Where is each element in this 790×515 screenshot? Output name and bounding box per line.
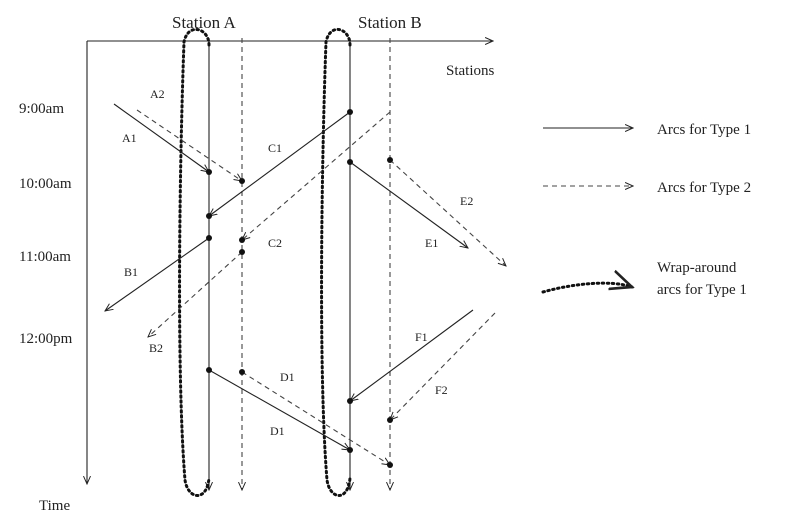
label-c2: C2 bbox=[268, 236, 282, 250]
arc-c2 bbox=[242, 111, 391, 240]
legend-type1-label: Arcs for Type 1 bbox=[657, 122, 751, 138]
label-c1: C1 bbox=[268, 141, 282, 155]
label-e1: E1 bbox=[425, 236, 438, 250]
station-a-label: Station A bbox=[172, 13, 236, 32]
legend-wrap-sample bbox=[541, 283, 632, 294]
arc-b2 bbox=[148, 251, 243, 337]
legend-wrap-label-line2: arcs for Type 1 bbox=[657, 282, 747, 298]
arc-f2 bbox=[390, 312, 496, 420]
arc-d1-type1 bbox=[208, 369, 350, 450]
time-label-12pm: 12:00pm bbox=[19, 331, 73, 347]
time-label-10am: 10:00am bbox=[19, 176, 72, 192]
arc-d1-type2 bbox=[241, 371, 390, 465]
station-b-label: Station B bbox=[358, 13, 422, 32]
nodes bbox=[206, 109, 393, 468]
label-b1: B1 bbox=[124, 265, 138, 279]
arc-e2 bbox=[389, 159, 506, 266]
label-a1: A1 bbox=[122, 131, 137, 145]
wrap-around-arc-station-b bbox=[320, 28, 352, 497]
legend-wrap-label-line1: Wrap-around bbox=[657, 260, 737, 276]
time-label-9am: 9:00am bbox=[19, 101, 64, 117]
stations-axis-label: Stations bbox=[446, 63, 495, 79]
label-f1: F1 bbox=[415, 330, 428, 344]
arc-a1 bbox=[113, 103, 209, 172]
label-f2: F2 bbox=[435, 383, 448, 397]
label-b2: B2 bbox=[149, 341, 163, 355]
label-d1-lower: D1 bbox=[270, 424, 285, 438]
time-label-11am: 11:00am bbox=[19, 249, 71, 265]
time-axis-label: Time bbox=[39, 498, 70, 514]
wrap-around-arc-station-a bbox=[178, 28, 211, 497]
arc-b1 bbox=[105, 237, 210, 311]
arc-c1 bbox=[209, 111, 351, 216]
legend: Arcs for Type 1 Arcs for Type 2 Wrap-aro… bbox=[541, 122, 751, 298]
label-a2: A2 bbox=[150, 87, 165, 101]
arc-e1 bbox=[349, 161, 468, 248]
arc-a2 bbox=[136, 109, 242, 181]
label-d1-upper: D1 bbox=[280, 370, 295, 384]
legend-type2-label: Arcs for Type 2 bbox=[657, 180, 751, 196]
label-e2: E2 bbox=[460, 194, 473, 208]
arc-f1 bbox=[350, 309, 474, 401]
